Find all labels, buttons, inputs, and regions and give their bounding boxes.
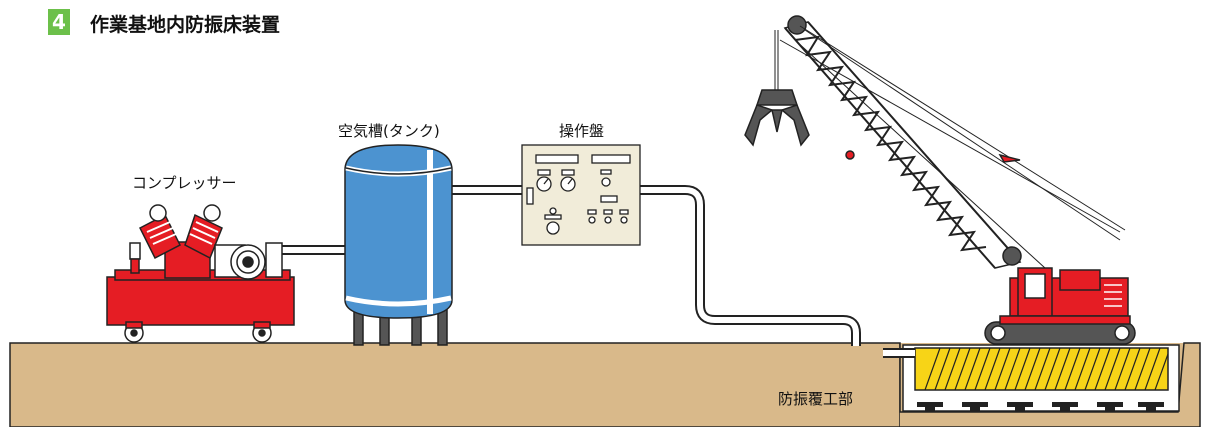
section-number-badge: 4 (48, 9, 70, 35)
vibration-isolation-label: 防振覆工部 (778, 390, 854, 408)
air-spring-mount (1007, 402, 1033, 411)
compressor (106, 204, 295, 343)
air-spring-mount (962, 402, 988, 411)
crawler-crane (744, 15, 1136, 345)
isolation-floor (914, 347, 1169, 391)
tank-label: 空気槽(タンク) (338, 122, 440, 140)
air-spring-mount (917, 402, 943, 411)
control-panel-label: 操作盤 (559, 122, 605, 140)
air-spring-mount (1097, 402, 1123, 411)
control-panel (521, 144, 641, 246)
compressor-label: コンプレッサー (132, 174, 237, 192)
air-spring-mount (1052, 402, 1078, 411)
air-pipes (282, 185, 915, 358)
air-spring-mount (1138, 402, 1164, 411)
air-spring-mounts (917, 402, 1164, 411)
diagram-title: 作業基地内防振床装置 (90, 14, 281, 36)
air-tank (344, 144, 453, 346)
